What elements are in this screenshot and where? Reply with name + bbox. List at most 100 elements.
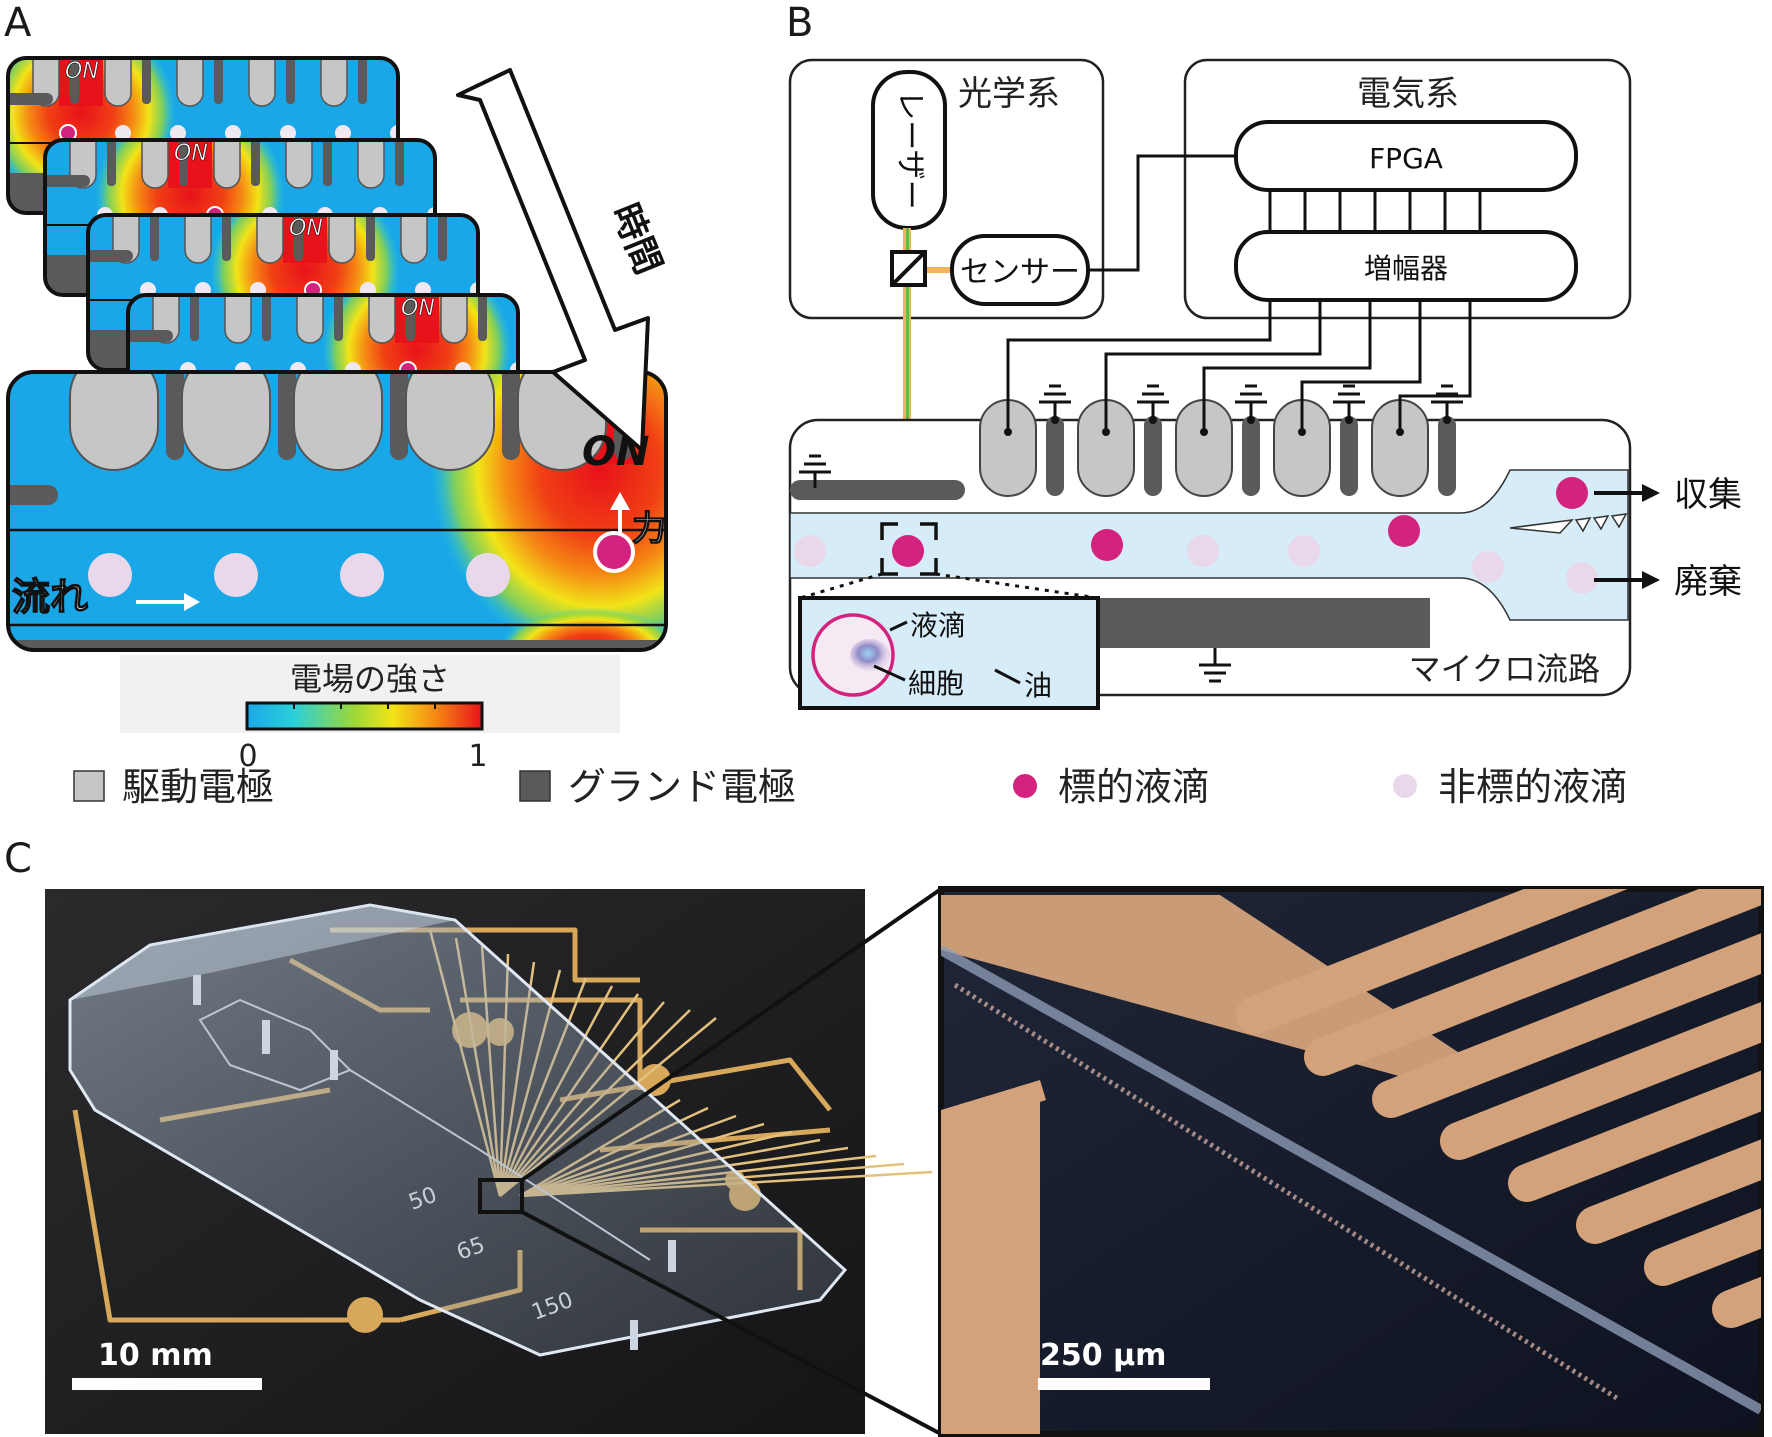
channel-droplets [794,477,1598,594]
electrode-finger [1372,933,1761,1118]
ground-electrode [1046,416,1064,496]
legend-item-2: グランド電極 [519,765,796,809]
drive-electrode [184,215,212,264]
panel-label-b: B [786,0,813,46]
ground-symbol [1431,384,1463,418]
sorting-electrodes [979,399,1456,497]
panel-label-c: C [4,836,32,882]
nontarget-droplet [335,125,351,141]
drive-electrode [285,140,313,189]
ground-electrode [179,140,188,186]
ground-electrode [1340,416,1358,496]
closeup-content [941,889,1761,1434]
nontarget-droplet [115,125,131,141]
drive-electrode [328,215,356,264]
scale-bar-left [72,1378,262,1390]
ground-electrode [438,215,447,261]
collect-label: 収集 [1674,475,1742,515]
scale-label-right: 250 µm [1040,1338,1166,1373]
time-label: 時間 [604,198,669,280]
amp-wire [1202,300,1372,432]
panel-label-a: A [4,0,32,46]
legend-label: 非標的液滴 [1438,765,1628,809]
target-droplet [1556,477,1588,509]
ground-electrode [214,58,223,104]
electrode-finger [1576,1139,1761,1244]
legend-swatch [73,770,105,802]
contact-dot [1149,416,1157,424]
ground-electrode [222,215,231,261]
cell-label: 細胞 [908,667,964,700]
electrode-finger [1304,889,1761,1076]
ground-electrode-stub [128,330,173,342]
field-core [59,58,103,106]
nontarget-droplet [340,553,384,597]
drive-electrode [32,58,60,107]
on-label: ON [65,59,99,84]
ground-symbol [1235,384,1267,418]
ground-electrode [262,295,271,341]
ground-electrode [294,215,303,261]
amplifier-box [1234,230,1578,302]
ground-electrode [190,295,199,341]
drive-electrode [357,140,385,189]
amp-wire [1104,300,1322,432]
amp-wire [1398,300,1472,432]
panel-b-system: 光学系 レーザー センサー 電気系 FPGA 増幅器 [788,58,1742,710]
electrode-finger [1440,1001,1761,1160]
sensor-fpga-wire [1088,154,1236,272]
electrode-finger [1508,1070,1761,1202]
legend-swatch [1393,774,1417,798]
ground-electrode [166,372,184,460]
legend-item-3: 標的液滴 [1013,765,1210,809]
drive-electrode [213,140,241,189]
nontarget-droplet [1187,535,1219,567]
ground-electrode [251,140,260,186]
ground-electrode [1144,416,1162,496]
amplifier-label: 増幅器 [1364,252,1448,285]
ground-electrode [334,295,343,341]
legend-item-1: 駆動電極 [73,765,274,809]
drive-electrode [181,372,271,471]
nontarget-droplet [225,125,241,141]
panel-c-photos: 50 65 150 10 mm 250 µm [45,886,1764,1437]
ground-symbol [1333,384,1365,418]
ground-electrode [390,372,408,460]
target-droplet [1388,515,1420,547]
scale-bar-right [1038,1378,1210,1390]
drive-electrode [224,295,252,344]
ground-symbol-bottom [1199,648,1231,683]
legend-item-4: 非標的液滴 [1393,765,1628,809]
electrode-finger [1644,1208,1761,1286]
inset-cell [850,639,890,671]
colorbar-min: 0 [238,739,257,774]
acrylic-block [68,903,848,1357]
contact-dot [1443,416,1451,424]
drive-electrode [69,140,97,189]
force-arrowhead [610,492,630,510]
flow-arrowhead [184,593,200,611]
nontarget-droplet [280,125,296,141]
ground-electrode [107,140,116,186]
drive-electrode [320,58,348,107]
field-core [283,215,327,263]
target-droplet [892,535,924,567]
ground-symbol [1137,384,1169,418]
legend-swatch [519,770,551,802]
legend-label: 標的液滴 [1058,765,1210,809]
drive-electrode [256,215,284,264]
ground-electrode [406,295,415,341]
ground-symbols [799,384,1463,683]
fpga-amp-bus [1268,190,1482,232]
channel-etch [198,998,651,1261]
electrode-finger [1236,889,1628,1034]
nontarget-droplet [794,535,826,567]
field-core [395,295,439,343]
ground-electrode-stub [8,485,58,505]
fpga-label: FPGA [1369,142,1443,175]
on-label: ON [174,141,208,166]
ground-symbol [1039,384,1071,418]
amp-wire [1006,300,1272,432]
on-label: ON [401,296,435,321]
